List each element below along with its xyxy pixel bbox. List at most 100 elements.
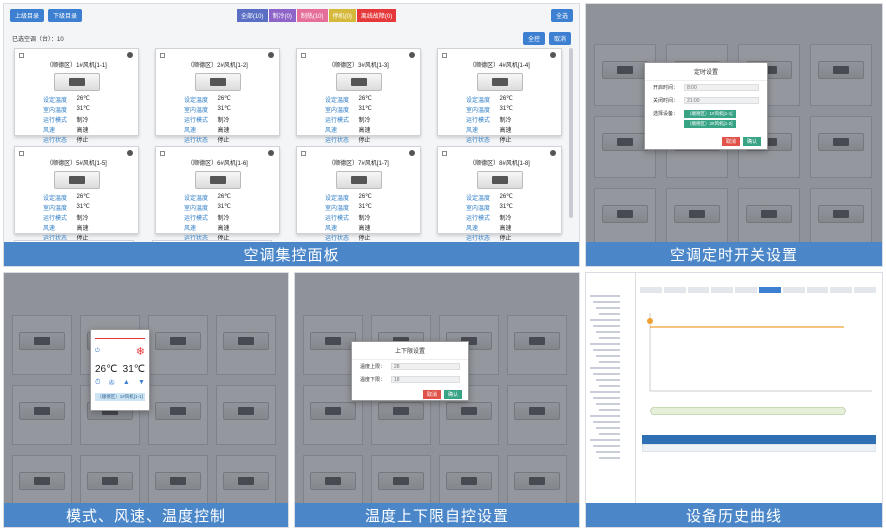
tree-node[interactable] [593, 373, 620, 375]
card-field-value: 停止 [76, 138, 89, 144]
tree-node[interactable] [590, 319, 620, 321]
snowflake-icon[interactable]: ❄ [135, 346, 145, 358]
card-field-value: 高速 [499, 226, 512, 232]
status-tag[interactable]: 停机(0) [328, 8, 356, 22]
card-checkbox[interactable] [19, 151, 24, 156]
upper-limit-input[interactable]: 28 [391, 363, 460, 370]
tree-node[interactable] [593, 397, 620, 399]
range-slider[interactable] [650, 407, 846, 415]
tree-node[interactable] [590, 391, 620, 393]
air-conditioner-icon [446, 402, 492, 420]
tree-node[interactable] [593, 349, 620, 351]
status-tag[interactable]: 制热(10) [296, 8, 328, 22]
tree-node[interactable] [599, 409, 620, 411]
tree-node[interactable] [590, 415, 620, 417]
temp-down-icon[interactable]: ▼ [138, 379, 145, 386]
tree-node[interactable] [596, 331, 620, 333]
card-field-value: 26℃ [499, 96, 513, 102]
status-tag[interactable]: 制冷(0) [268, 8, 296, 22]
tree-node[interactable] [596, 427, 620, 429]
selected-device-chip[interactable]: （顺德区）2#风机[1-2] [684, 120, 736, 128]
card-field-label: 运行状态 [43, 138, 68, 144]
tree-node[interactable] [596, 451, 620, 453]
card-field-value: 制冷 [217, 118, 230, 124]
control-all-button[interactable]: 全控 [522, 31, 545, 45]
power-icon[interactable]: ⏻ [95, 348, 100, 354]
tree-node[interactable] [596, 403, 620, 405]
card-field-value: 高速 [499, 128, 512, 134]
card-checkbox[interactable] [301, 53, 306, 58]
tree-node[interactable] [599, 361, 620, 363]
tree-node[interactable] [596, 355, 620, 357]
tree-node[interactable] [593, 325, 620, 327]
tree-node[interactable] [599, 385, 620, 387]
close-time-input[interactable]: 21:00 [684, 97, 759, 104]
history-marker [647, 318, 653, 324]
tree-node[interactable] [599, 337, 620, 339]
panel-mode-control: ⏻ ❄ 26℃ 31℃ ⏱ ✇ ▲ ▼ （顺德区）1#风机[1-1] 模式、风速… [3, 272, 289, 528]
tree-node[interactable] [599, 457, 620, 459]
history-tab[interactable] [830, 287, 853, 293]
lower-limit-input[interactable]: 18 [391, 376, 460, 383]
selected-device-chip[interactable]: （顺德区）1#风机[1-1] [684, 110, 736, 118]
tree-node[interactable] [590, 439, 620, 441]
card-title: （顺德区）6#风机[1-6] [187, 161, 248, 167]
history-tab[interactable] [758, 287, 781, 293]
card-checkbox[interactable] [301, 151, 306, 156]
open-time-input[interactable]: 8:00 [684, 84, 759, 91]
temp-up-icon[interactable]: ▲ [122, 379, 130, 386]
card-checkbox[interactable] [160, 53, 165, 58]
timer-cancel-button[interactable]: 取消 [721, 137, 740, 146]
status-tag[interactable]: 全部(10) [236, 8, 268, 22]
next-level-button[interactable]: 下级目录 [48, 8, 83, 22]
history-tab[interactable] [806, 287, 829, 293]
tree-node[interactable] [590, 343, 620, 345]
history-tab[interactable] [854, 287, 876, 293]
timer-ok-button[interactable]: 确认 [742, 137, 761, 146]
history-tab[interactable] [711, 287, 734, 293]
history-tab[interactable] [640, 287, 662, 293]
card-field-value: 停止 [499, 138, 512, 144]
history-tab[interactable] [735, 287, 757, 293]
status-tag[interactable]: 离线故障(0) [356, 8, 397, 22]
card-field-label: 运行模式 [325, 118, 350, 124]
tree-node[interactable] [596, 307, 620, 309]
history-tab[interactable] [782, 287, 805, 293]
card-field-label: 设定温度 [466, 196, 491, 202]
limit-cancel-button[interactable]: 取消 [422, 390, 441, 399]
card-checkbox[interactable] [19, 53, 24, 58]
tree-node[interactable] [593, 421, 620, 423]
prev-level-button[interactable]: 上级目录 [10, 8, 45, 22]
user-icon [127, 150, 133, 156]
tree-node[interactable] [599, 313, 620, 315]
card-checkbox[interactable] [442, 53, 447, 58]
air-conditioner-icon [310, 332, 356, 350]
history-tab[interactable] [687, 287, 710, 293]
card-checkbox[interactable] [442, 151, 447, 156]
tree-node[interactable] [593, 445, 620, 447]
cancel-selection-button[interactable]: 取消 [548, 31, 571, 45]
tree-node[interactable] [599, 433, 620, 435]
tree-node[interactable] [590, 295, 620, 297]
tree-node[interactable] [593, 301, 620, 303]
timer-icon[interactable]: ⏱ [95, 379, 101, 386]
tree-node[interactable] [590, 367, 620, 369]
select-all-button[interactable]: 全选 [551, 8, 574, 22]
tree-node[interactable] [596, 379, 620, 381]
scrollbar[interactable] [569, 48, 573, 218]
fan-icon[interactable]: ✇ [108, 380, 115, 387]
history-tab[interactable] [663, 287, 686, 293]
limit-ok-button[interactable]: 确认 [443, 390, 462, 399]
card-checkbox[interactable] [160, 151, 165, 156]
card-field-value: 停止 [217, 236, 230, 242]
user-icon [409, 52, 415, 58]
